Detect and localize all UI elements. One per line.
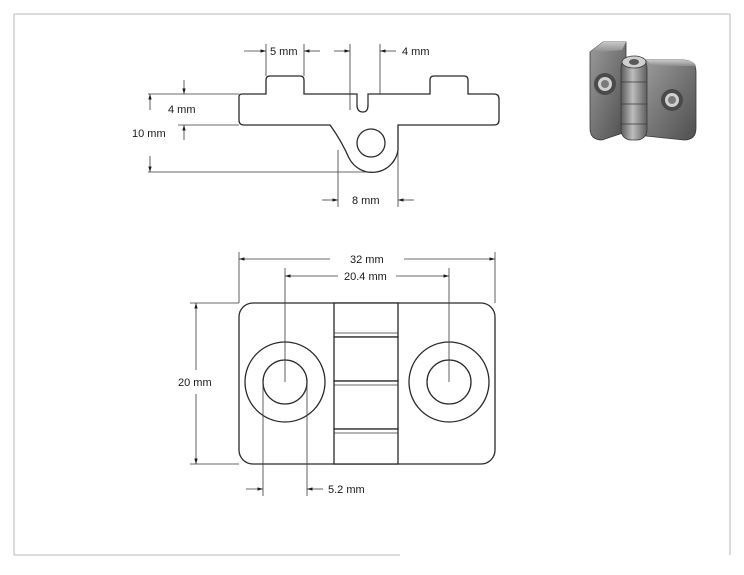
side-view-profile [238, 75, 500, 174]
top-view [238, 302, 496, 465]
dim-5-2mm-label: 5.2 mm [328, 484, 365, 496]
knuckle-segment-3 [333, 380, 399, 430]
knuckle-segment-1 [333, 302, 399, 338]
dim-8mm-label: 8 mm [352, 195, 380, 207]
sheet-frame [13, 13, 731, 556]
dim-20mm-label: 20 mm [178, 377, 212, 389]
side-view-dimensions: 5 mm 4 mm 4 mm 10 mm 8 mm [132, 44, 430, 207]
dim-4mm-thickness-label: 4 mm [168, 104, 196, 116]
dim-5mm-label: 5 mm [270, 46, 298, 58]
top-view-dimensions: 32 mm 20.4 mm 20 mm 5.2 mm [178, 252, 496, 496]
dim-20-4mm-label: 20.4 mm [344, 271, 387, 283]
dim-4mm-slot-label: 4 mm [402, 46, 430, 58]
side-view-pin-circle [356, 128, 386, 158]
knuckle-segment-4 [333, 428, 399, 465]
hinge-3d-render [589, 41, 697, 141]
side-view [238, 75, 500, 174]
dim-32mm-label: 32 mm [350, 254, 384, 266]
dim-10mm-label: 10 mm [132, 128, 166, 140]
knuckle-segment-2 [333, 336, 399, 382]
